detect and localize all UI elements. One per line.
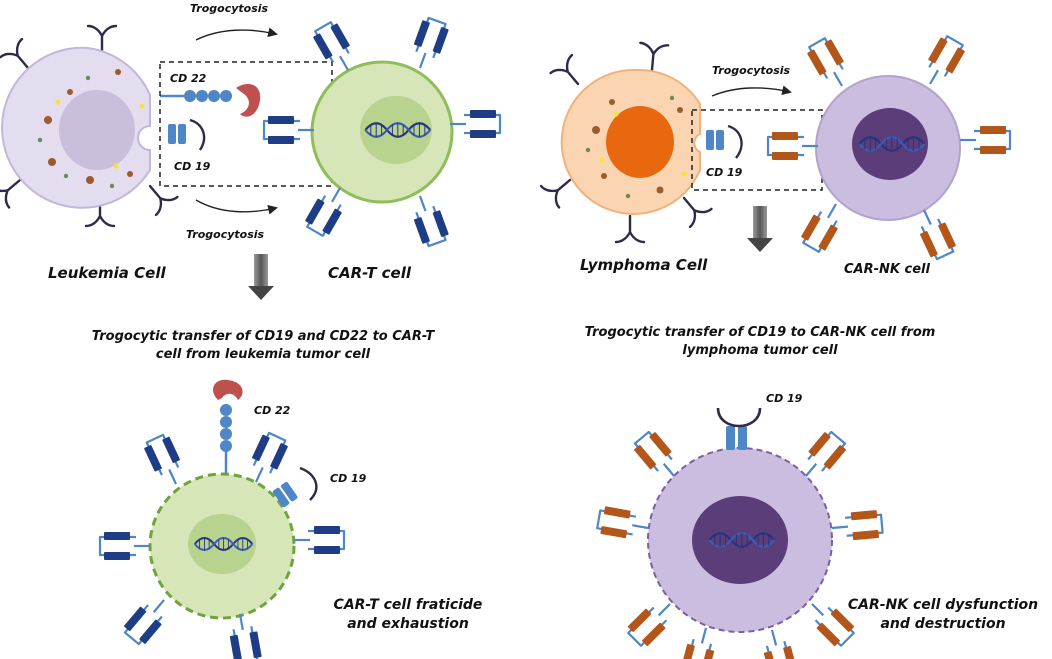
leukemia-cell-label: Leukemia Cell xyxy=(48,264,166,282)
panel-carnk-outcome xyxy=(595,407,885,659)
cd19-acquired-cart xyxy=(272,466,318,508)
caption-cart: Trogocytic transfer of CD19 and CD22 to … xyxy=(91,329,435,362)
cd19-label: CD 19 xyxy=(174,160,211,173)
cd19-acquired-nk xyxy=(716,407,762,450)
car-nk-cell xyxy=(766,32,1012,263)
leukemia-cell xyxy=(0,24,261,228)
cd22-antigen xyxy=(160,84,261,117)
cd19-label-nk-bottom: CD 19 xyxy=(766,392,803,405)
caption-carnk: Trogocytic transfer of CD19 to CAR-NK ce… xyxy=(584,325,936,358)
cd22-acquired xyxy=(213,379,243,474)
trogocytosis-arrow-top xyxy=(195,27,278,41)
trogocytosis-label-bottom: Trogocytosis xyxy=(186,228,265,241)
trogocytosis-box-nk xyxy=(691,109,823,191)
trogocytosis-label-top: Trogocytosis xyxy=(190,2,269,15)
outcome-cart: CAR-T cell fraticide and exhaustion xyxy=(333,597,483,632)
cd22-label-bottom: CD 22 xyxy=(254,404,291,417)
panel-leukemia-cart xyxy=(0,15,502,300)
trogocytosis-label-nk: Trogocytosis xyxy=(712,64,791,77)
panel-lymphoma-carnk xyxy=(539,32,1012,263)
lymphoma-cell-label: Lymphoma Cell xyxy=(580,256,708,274)
down-arrow-right xyxy=(747,206,773,252)
lymphoma-cell xyxy=(539,41,743,244)
panel-cart-outcome xyxy=(98,379,346,659)
trogocytosis-arrow-nk xyxy=(711,85,792,97)
down-arrow-left xyxy=(248,254,274,300)
car-nk-cell-dysfunctional xyxy=(595,407,885,659)
car-t-cell xyxy=(262,15,502,249)
cd22-label: CD 22 xyxy=(170,72,207,85)
carnk-cell-label: CAR-NK cell xyxy=(844,262,930,277)
cd19-label-nk: CD 19 xyxy=(706,166,743,179)
trogocytosis-arrow-bottom xyxy=(195,199,278,215)
car-t-cell-exhausted xyxy=(98,379,346,659)
cd19-label-bottom: CD 19 xyxy=(330,472,367,485)
outcome-carnk: CAR-NK cell dysfunction and destruction xyxy=(847,597,1039,632)
cart-cell-label: CAR-T cell xyxy=(328,264,411,282)
